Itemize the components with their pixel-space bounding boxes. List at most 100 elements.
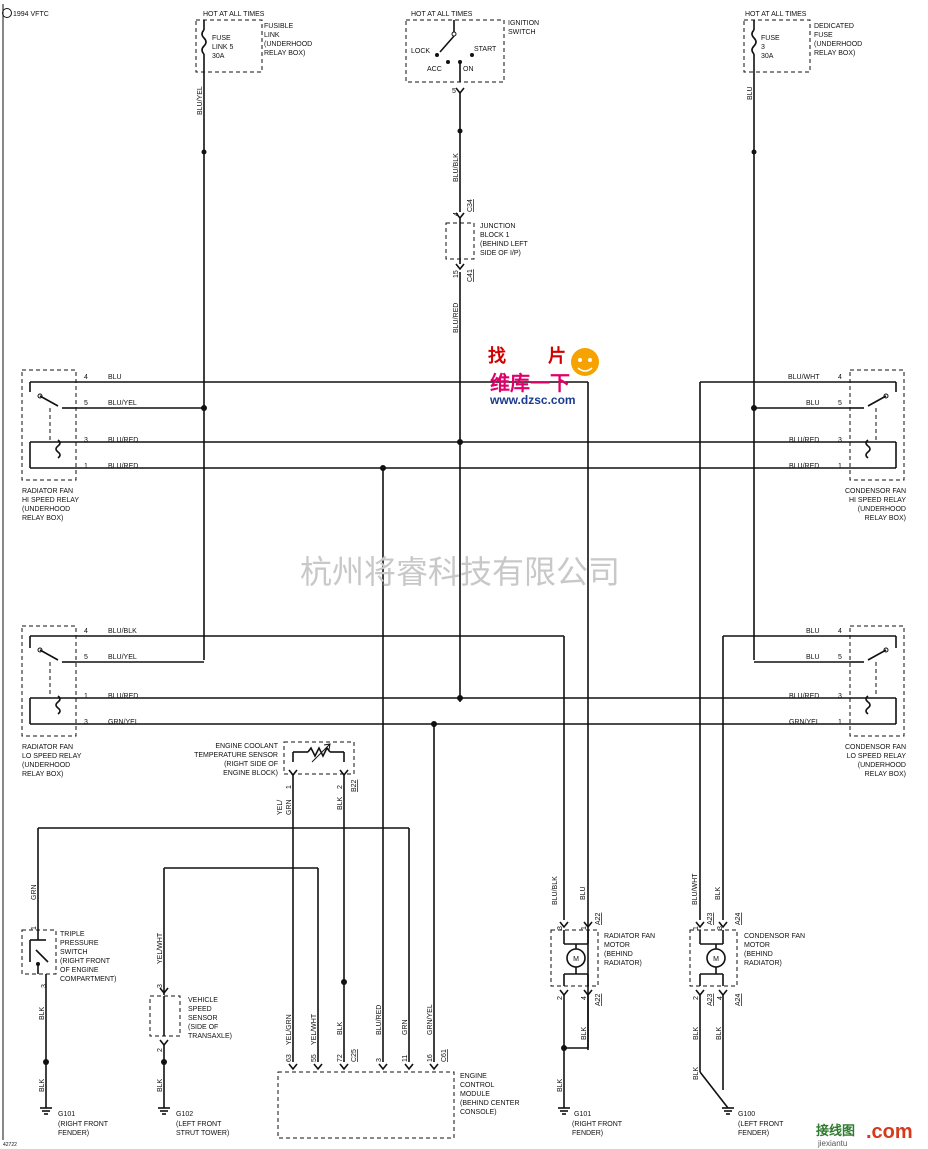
left-fuse-id: LINK 5 [212,44,234,51]
splice-dot [201,149,207,155]
g100-desc-0: (LEFT FRONT [738,1121,784,1128]
rad-lo-wire-label: BLU/YEL [108,654,137,661]
right-hot-label: HOT AT ALL TIMES [745,11,807,18]
left-desc-2: (UNDERHOOD [264,41,312,48]
cond-motor-wire-left: BLU/WHT [692,873,699,905]
rad-hi-wire-label: BLU/YEL [108,400,137,407]
ecm-conn-b: C61 [441,1049,448,1062]
rad-motor-wire-left: BLU/BLK [552,876,559,905]
vss-label-2: SENSOR [188,1015,218,1022]
condensor-fan-motor: BLU/WHT 1 A23 3 A24 M 2 A23 4 A24 CONDEN… [689,873,805,1006]
ground-g100: G100 (LEFT FRONT FENDER) [722,1107,784,1137]
logo-decor-icon: 片 [548,345,566,366]
right-fuse-id: 3 [761,44,765,51]
corner-brand-text: 接线图 [816,1123,855,1138]
cond-lo-pin: 5 [838,654,842,661]
ignition-switch: HOT AT ALL TIMES LOCK START ACC ON IGNIT… [405,11,539,83]
rad-motor-wire-right: BLU [580,886,587,900]
ecm-wire-label: YEL/GRN [286,1014,293,1045]
ect-label-0: ENGINE COOLANT [215,743,278,750]
right-desc-0: DEDICATED [814,23,854,30]
g101b-desc-1: FENDER) [572,1130,603,1137]
tps-label-1: PRESSURE [60,940,99,947]
cond-hi-wire-label: BLU/WHT [788,374,820,381]
jb-conn-out: C41 [467,269,474,282]
splice-dot [201,405,207,411]
fusible-link-5: HOT AT ALL TIMES FUSE LINK 5 30A FUSIBLE… [195,11,312,73]
rad-hi-pin: 3 [84,437,88,444]
splice-dot [561,1045,567,1051]
ecm-label-0: ENGINE [460,1073,487,1080]
left-desc-1: LINK [264,32,280,39]
tps-pin-bot: 3 [41,984,48,988]
corner-brand-com: .com [866,1121,913,1143]
jb-desc-1: BLOCK 1 [480,232,510,239]
rad-hi-pin: 5 [84,400,88,407]
logo-decor-icon: 找 [488,345,506,366]
engine-coolant-temperature-sensor: ENGINE COOLANT TEMPERATURE SENSOR (RIGHT… [194,741,358,792]
condensor-fan-hi-speed-relay: 4 5 3 1 BLU/WHT BLU BLU/RED BLU/RED COND… [788,369,906,522]
rad-hi-label-0: RADIATOR FAN [22,488,73,495]
wire-label-blu-right: BLU [747,86,754,100]
splice-dot [341,979,347,985]
wire-label-g101b-blk: BLK [557,1078,564,1092]
ecm-label-1: CONTROL [460,1082,494,1089]
cond-motor-conn-b2: A24 [735,993,742,1006]
ecm-label-2: MODULE [460,1091,490,1098]
cond-hi-label-2: (UNDERHOOD [858,506,906,513]
wire-blk-cond-motor-bend [699,1071,729,1109]
ign-pin: 5 [452,88,456,95]
splice-dot [43,1059,49,1065]
rad-motor-label-1: MOTOR [604,942,630,949]
wire-label-vss-yel-wht: YEL/WHT [157,932,164,964]
right-desc-3: RELAY BOX) [814,50,855,57]
wire-label-tps-blk: BLK [39,1006,46,1020]
wire-label-rad-motor-blk: BLK [581,1026,588,1040]
right-fuse-label: FUSE [761,35,780,42]
ground-g101-right: G101 (RIGHT FRONT FENDER) [558,1107,623,1137]
cond-hi-pin: 3 [838,437,842,444]
logo-text: 维库一下 [490,371,570,395]
corner-brand-url: jiexiantu [817,1139,847,1148]
logo-url: www.dzsc.com [489,393,576,407]
cond-lo-wire-label: BLU [806,654,820,661]
radiator-fan-motor: BLU/BLK BLU 3 1 A22 M 2 4 A22 RADIATOR F… [550,876,655,1006]
ign-start: START [474,46,497,53]
ect-pin1: 1 [286,785,293,789]
ect-label-1: TEMPERATURE SENSOR [194,752,278,759]
junction-block-1: 4 C34 15 C41 JUNCTION BLOCK 1 (BEHIND LE… [445,199,529,282]
ecm-pin: 16 [427,1054,434,1062]
cond-hi-wire-label: BLU/RED [789,437,819,444]
header-mark-icon [2,8,12,18]
ign-desc-0: IGNITION [508,20,539,27]
ign-lock: LOCK [411,48,430,55]
engine-control-module: YEL/GRN YEL/WHT BLK BLU/RED GRN GRN/YEL … [277,1004,520,1139]
cond-motor-pin4: 4 [717,996,724,1000]
cond-lo-label-2: (UNDERHOOD [858,762,906,769]
ecm-wire-label: BLU/RED [376,1005,383,1035]
cond-motor-label-2: (BEHIND [744,951,773,958]
wire-label-cond-blk-a: BLK [693,1026,700,1040]
rad-motor-conn-b: A22 [595,993,602,1006]
ground-g102: G102 (LEFT FRONT STRUT TOWER) [158,1107,229,1137]
wire-label-yel: YEL/ [277,800,284,815]
g101b-id: G101 [574,1111,591,1118]
g102-id: G102 [176,1111,193,1118]
cond-hi-pin: 4 [838,374,842,381]
ecm-wire-label: YEL/WHT [311,1013,318,1045]
rad-lo-wire-label: BLU/BLK [108,628,137,635]
company-watermark: 杭州将睿科技有限公司 [300,553,620,591]
right-fuse-amps: 30A [761,53,774,60]
dedicated-fuse-3: HOT AT ALL TIMES FUSE 3 30A DEDICATED FU… [743,11,862,73]
radiator-fan-lo-speed-relay: 4 5 1 3 BLU/BLK BLU/YEL BLU/RED GRN/YEL … [21,625,139,778]
ecm-pin: 55 [311,1054,318,1062]
splice-dot [751,405,757,411]
ecm-pin: 3 [376,1058,383,1062]
splice-dot [751,149,757,155]
jb-conn-in: C34 [467,199,474,212]
cond-hi-label-1: HI SPEED RELAY [849,497,906,504]
dzsc-logo: 找 片 维库一下 www.dzsc.com [488,345,599,407]
tps-label-5: COMPARTMENT) [60,976,117,983]
rad-motor-label-3: RADIATOR) [604,960,642,967]
